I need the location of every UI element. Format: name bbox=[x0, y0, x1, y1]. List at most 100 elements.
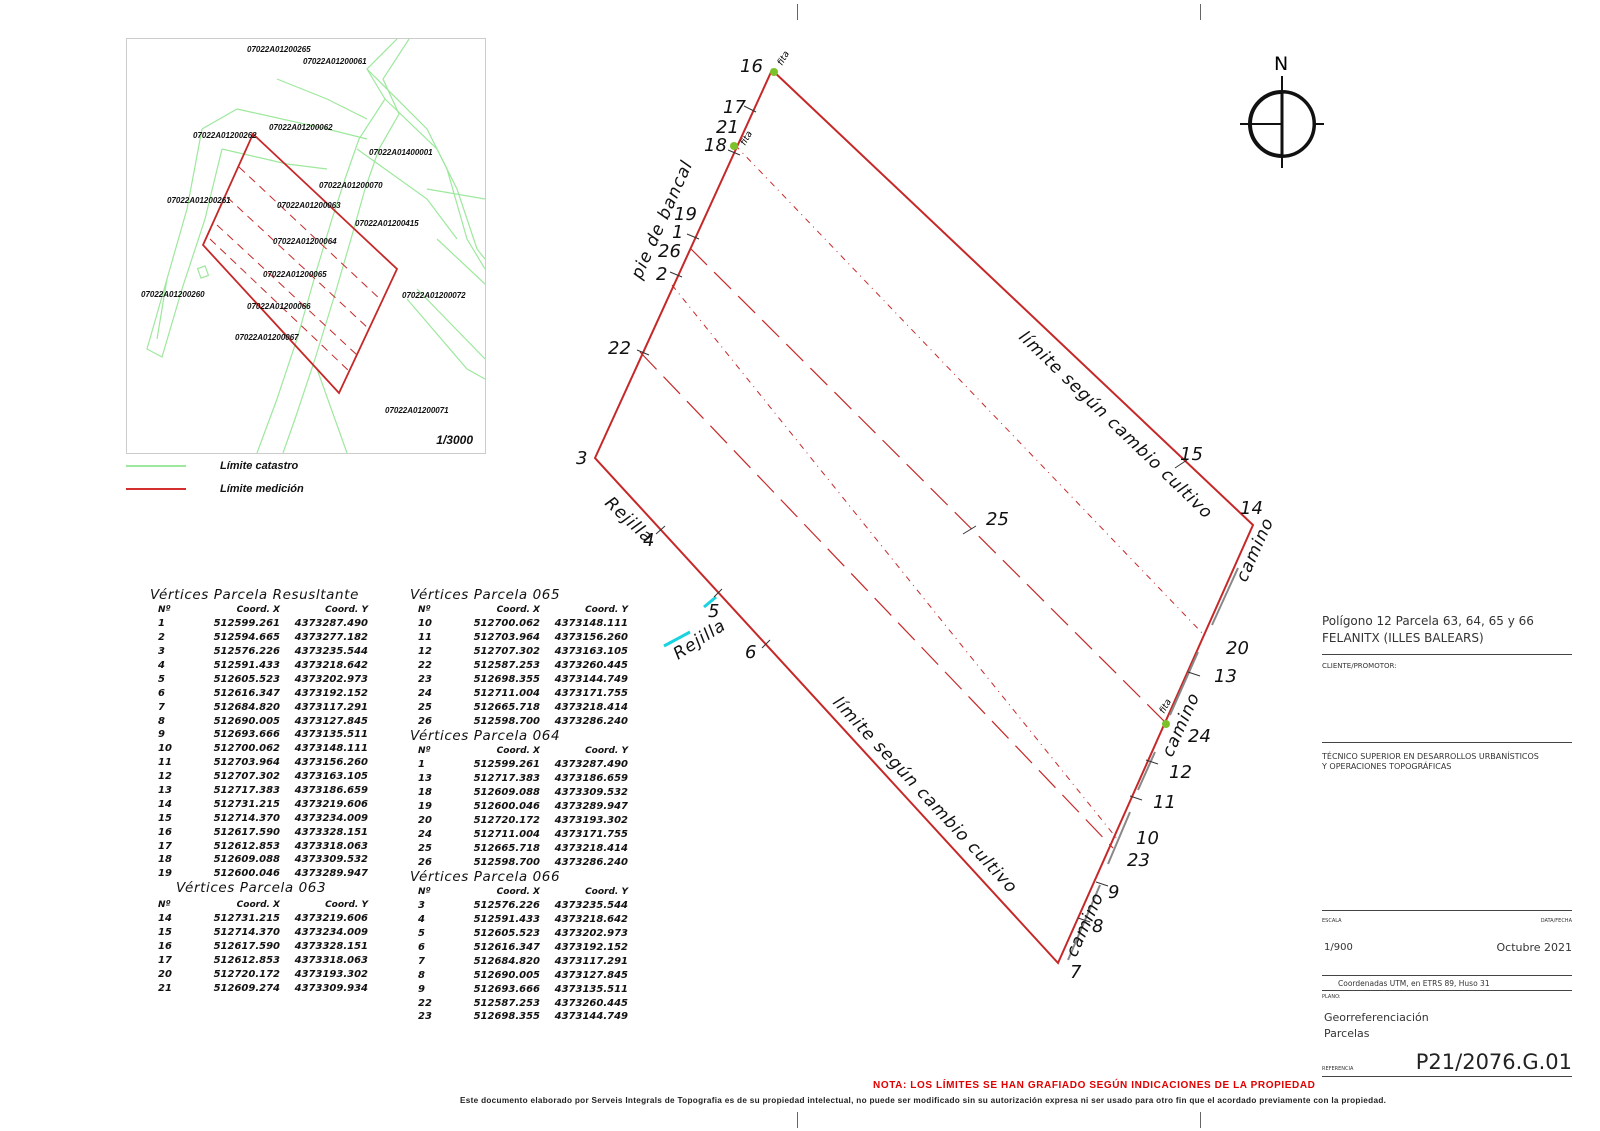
plano-label: PLANO: bbox=[1322, 994, 1341, 1000]
table-cell: 4373117.291 bbox=[554, 955, 628, 967]
table-cell: 4373202.973 bbox=[294, 673, 368, 685]
table-cell: 26 bbox=[418, 715, 432, 727]
label-rejilla: Rejilla bbox=[670, 616, 730, 665]
table-cell: 4373318.063 bbox=[294, 840, 368, 852]
point-24: 24 bbox=[1188, 726, 1211, 747]
fita-label: fita bbox=[776, 50, 792, 68]
table-cell: 4373163.105 bbox=[294, 771, 368, 783]
nota-text: NOTA: LOS LÍMITES SE HAN GRAFIADO SEGÚN … bbox=[873, 1080, 1316, 1091]
table-cell: 512617.590 bbox=[213, 941, 280, 953]
plano-line2: Parcelas bbox=[1324, 1027, 1370, 1040]
table-cell: 22 bbox=[418, 997, 432, 1009]
tecnico-line2: Y OPERACIONES TOPOGRÁFICAS bbox=[1322, 762, 1452, 771]
table-cell: 4373289.947 bbox=[554, 801, 628, 812]
parcel-label: 07022A01200260 bbox=[141, 290, 205, 299]
sheet-tick bbox=[1200, 4, 1201, 20]
table-cell: 4373202.973 bbox=[554, 928, 628, 940]
column-header: Coord. Y bbox=[585, 745, 628, 756]
point-21: 21 bbox=[716, 117, 739, 138]
table-cell: 512693.666 bbox=[213, 729, 280, 741]
table-cell: 512665.718 bbox=[473, 842, 540, 854]
table-cell: 9 bbox=[418, 983, 425, 995]
table-cell: 3 bbox=[418, 900, 425, 912]
table-cell: 512731.215 bbox=[213, 798, 280, 810]
table-cell: 512720.172 bbox=[473, 814, 540, 826]
table-cell: 512594.665 bbox=[213, 632, 280, 644]
table-cell: 512617.590 bbox=[213, 826, 280, 838]
table-cell: 8 bbox=[158, 715, 165, 727]
table-cell: 512600.046 bbox=[473, 801, 540, 812]
escala-label: ESCALA bbox=[1322, 918, 1342, 924]
table-cell: 4 bbox=[418, 914, 425, 926]
table-cell: 6 bbox=[418, 942, 425, 953]
cliente-label: CLIENTE/PROMOTOR: bbox=[1322, 662, 1397, 670]
parcel-label: 07022A01200063 bbox=[277, 201, 341, 210]
point-17: 17 bbox=[723, 97, 746, 118]
column-header: Coord. Y bbox=[585, 604, 628, 615]
division-line bbox=[639, 351, 1114, 849]
parcel-label: 07022A01200072 bbox=[402, 291, 466, 300]
table-cell: 512684.820 bbox=[473, 955, 540, 967]
division-line bbox=[734, 144, 1206, 637]
table-cell: 24 bbox=[418, 828, 432, 840]
table-cell: 4373186.659 bbox=[294, 785, 368, 797]
table-cell: 4373309.532 bbox=[294, 854, 368, 866]
column-header: Coord. X bbox=[496, 604, 540, 615]
table-cell: 4373218.642 bbox=[294, 660, 368, 671]
referencia-value: P21/2076.G.01 bbox=[1415, 1050, 1572, 1074]
table-cell: 4 bbox=[158, 660, 165, 671]
table-cell: 512690.005 bbox=[473, 969, 540, 981]
column-header: Nº bbox=[158, 899, 171, 910]
label-limite-bottom: límite según cambio cultivo bbox=[828, 693, 1021, 898]
table-cell: 4373219.606 bbox=[294, 913, 368, 925]
table-cell: 20 bbox=[158, 968, 172, 980]
table-cell: 512598.700 bbox=[473, 856, 540, 868]
column-header: Coord. X bbox=[496, 886, 540, 897]
table-cell: 20 bbox=[418, 814, 432, 826]
table-cell: 512684.820 bbox=[213, 701, 280, 713]
table-cell: 4373156.260 bbox=[554, 632, 628, 644]
table-cell: 4373309.934 bbox=[294, 982, 368, 994]
parcel-label: 07022A01200061 bbox=[303, 57, 367, 66]
table-cell: 4373148.111 bbox=[294, 743, 368, 755]
parcel-label: 07022A01200261 bbox=[167, 196, 231, 205]
table-cell: 512665.718 bbox=[473, 701, 540, 713]
table-cell: 2 bbox=[158, 632, 165, 644]
table-cell: 14 bbox=[158, 798, 172, 810]
table-cell: 3 bbox=[158, 646, 165, 658]
point-26: 26 bbox=[658, 241, 681, 262]
column-header: Nº bbox=[418, 745, 431, 756]
point-7: 7 bbox=[1070, 962, 1082, 983]
column-header: Coord. X bbox=[236, 604, 280, 615]
point-18: 18 bbox=[704, 135, 727, 156]
table-cell: 512609.088 bbox=[473, 787, 540, 799]
fita-marker bbox=[1162, 720, 1170, 728]
table-cell: 4373117.291 bbox=[294, 701, 368, 713]
division-line bbox=[689, 247, 1167, 724]
parcel-label: 07022A01200262 bbox=[193, 131, 257, 140]
sheet-tick bbox=[1200, 1112, 1201, 1128]
table-cell: 512605.523 bbox=[473, 928, 540, 940]
table-cell: 17 bbox=[158, 840, 172, 852]
